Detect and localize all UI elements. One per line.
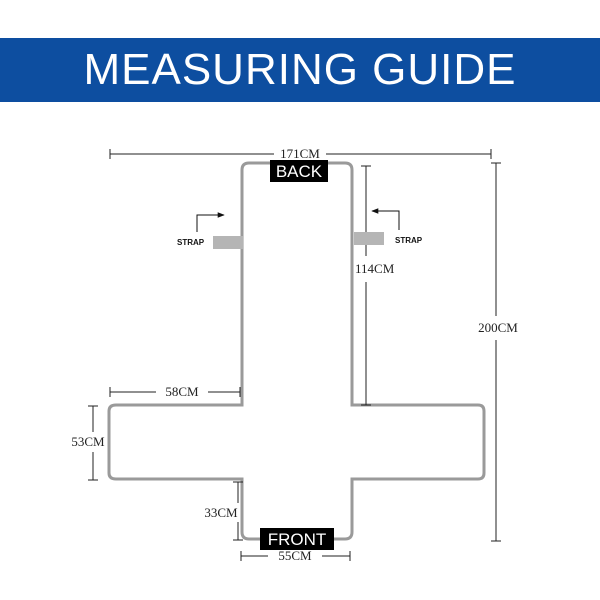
- dimension-front-drop: 33CM: [204, 505, 238, 520]
- strap-left-arrow-icon: [196, 212, 225, 232]
- dimension-total-length: 200CM: [478, 320, 518, 335]
- title-banner: MEASURING GUIDE: [0, 38, 600, 102]
- dimension-total-width: 171CM: [280, 146, 320, 161]
- strap-right: [354, 232, 384, 245]
- back-label-box: [270, 160, 328, 182]
- page-title: MEASURING GUIDE: [83, 45, 517, 94]
- strap-left: [213, 236, 243, 249]
- dimension-arm-width: 58CM: [165, 384, 199, 399]
- strap-left-label: STRAP: [177, 238, 205, 247]
- dimension-seat-width: 55CM: [278, 548, 312, 563]
- dimension-back-section: 114CM: [355, 261, 395, 276]
- front-label: FRONT: [268, 530, 327, 549]
- cover-outline: [107, 161, 486, 541]
- back-label: BACK: [276, 162, 323, 181]
- dimension-arm-depth: 53CM: [71, 434, 105, 449]
- strap-right-label: STRAP: [395, 236, 423, 245]
- front-label-box: [260, 528, 334, 550]
- strap-right-arrow-icon: [371, 208, 400, 230]
